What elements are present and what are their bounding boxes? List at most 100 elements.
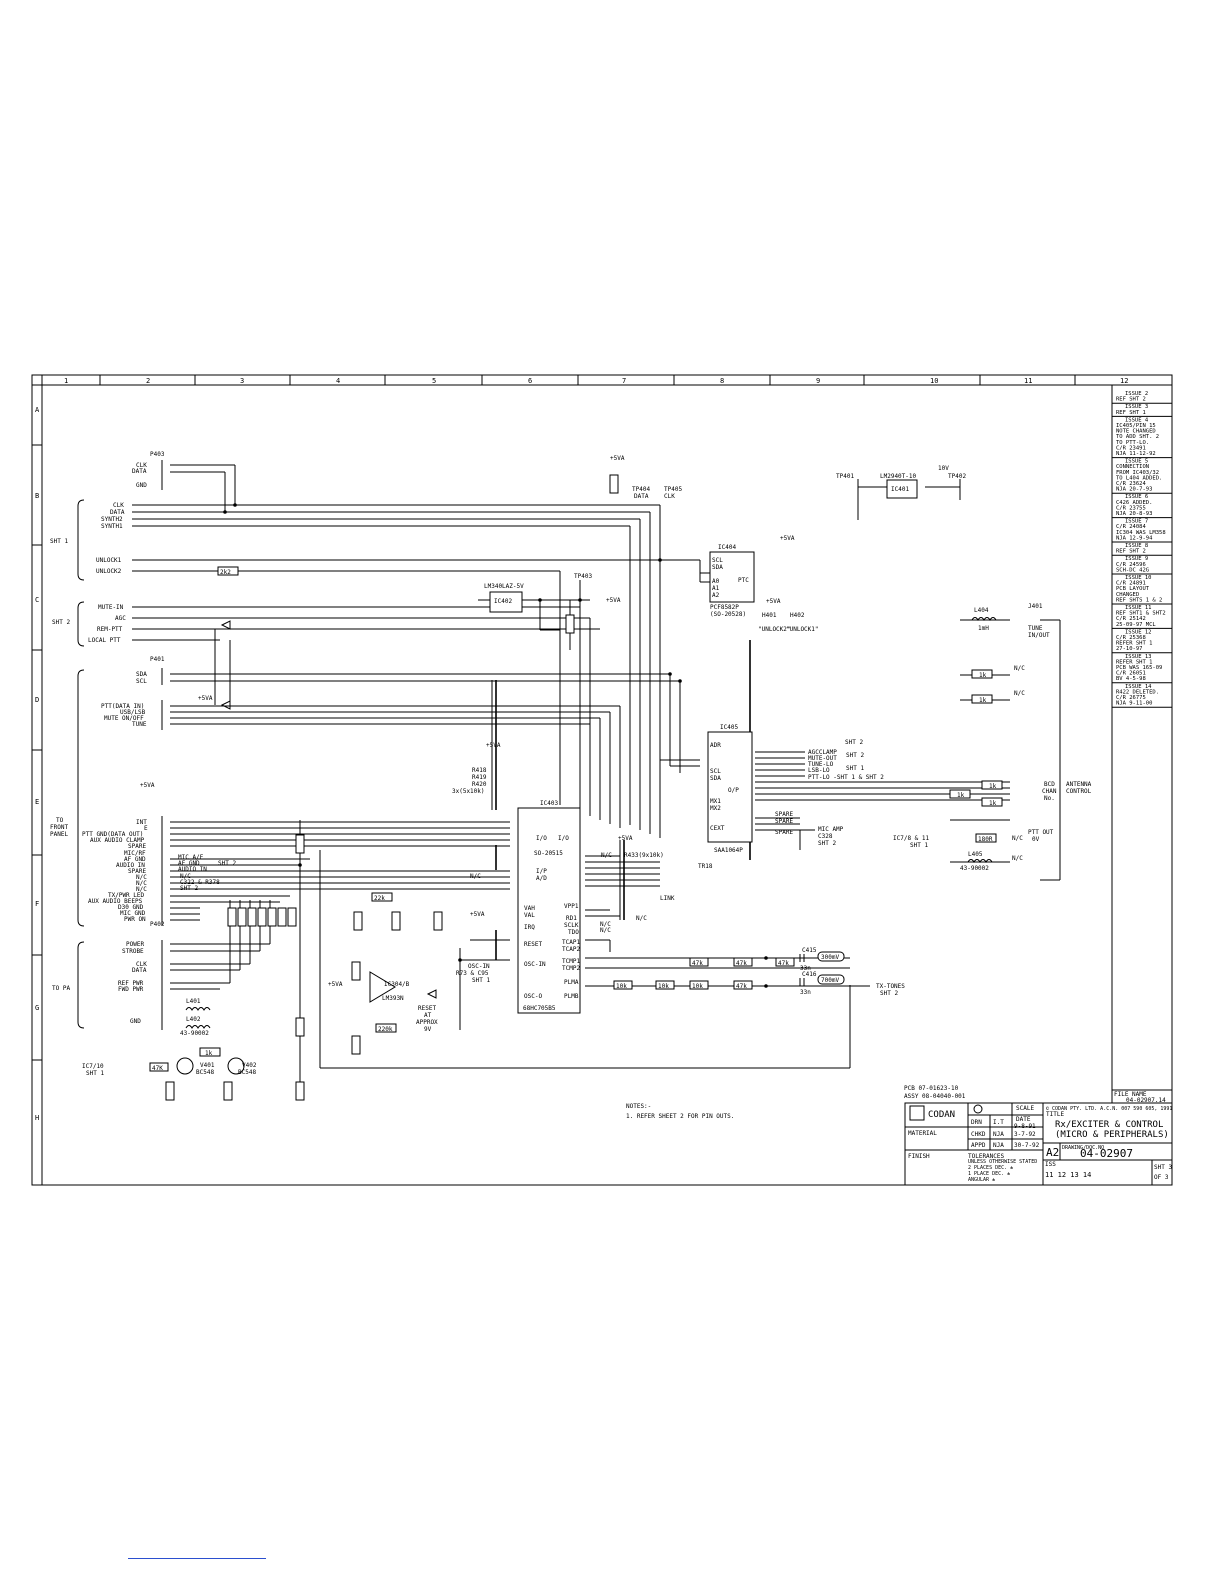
svg-text:"UNLOCK2": "UNLOCK2" [758,626,791,633]
revision-line: C/R 24891 [1116,581,1146,587]
svg-text:04-02907: 04-02907 [1080,1147,1133,1160]
svg-text:SDA: SDA [136,671,147,678]
svg-text:SYNTH2: SYNTH2 [101,516,123,523]
svg-text:10V: 10V [938,465,949,472]
svg-text:N/C: N/C [636,915,647,922]
revision-line: FROM IC403/32 [1116,470,1159,476]
svg-text:VAL: VAL [524,912,535,919]
notes: NOTES:- 1. REFER SHEET 2 FOR PIN OUTS. P… [626,1085,966,1120]
svg-text:700mV: 700mV [821,977,839,984]
revision-line: C/R 24084 [1116,524,1146,530]
revision-line: ISSUE 12 [1125,629,1152,635]
svg-text:FWD PWR: FWD PWR [118,986,144,993]
svg-text:PTT GND(DATA OUT): PTT GND(DATA OUT) [82,831,143,838]
svg-text:R73 & C95: R73 & C95 [456,970,489,977]
revision-line: ISSUE 5 [1125,459,1148,465]
svg-text:IN/OUT: IN/OUT [1028,632,1050,639]
revision-line: TO L404 ADDED. [1116,475,1162,481]
row-label: D [35,696,39,704]
col-label: 7 [622,377,626,385]
revision-line: C/R 24596 [1116,562,1146,568]
svg-text:DRAWING/DOC.NO: DRAWING/DOC.NO [1062,1145,1104,1151]
revision-line: BV 4-5-98 [1116,676,1146,682]
col-label: 5 [432,377,436,385]
svg-text:MIC A/F: MIC A/F [178,854,204,861]
svg-text:TP404: TP404 [632,486,650,493]
svg-text:SCL: SCL [710,768,721,775]
svg-text:L402: L402 [186,1016,201,1023]
svg-text:R418: R418 [472,767,487,774]
svg-text:R419: R419 [472,774,487,781]
revision-line: ISSUE 4 [1125,417,1149,423]
svg-text:1k: 1k [979,697,987,704]
revision-line: CONNECTION [1116,464,1149,470]
svg-text:SHT 1: SHT 1 [86,1070,104,1077]
svg-text:SCALE: SCALE [1016,1105,1034,1112]
svg-text:LINK: LINK [660,895,675,902]
revision-line: ISSUE 2 [1125,391,1148,397]
svg-text:AF GND: AF GND [178,860,200,867]
svg-text:C416: C416 [802,971,817,978]
svg-text:BC548: BC548 [238,1069,256,1076]
svg-text:Rx/EXCITER & CONTROL: Rx/EXCITER & CONTROL [1055,1120,1163,1130]
revision-line: SCH-DC 42G [1116,567,1149,573]
svg-text:PTC: PTC [738,577,749,584]
svg-text:68HC705B5: 68HC705B5 [523,1005,556,1012]
svg-text:11 12 13 14: 11 12 13 14 [1045,1171,1091,1179]
svg-text:OF 3: OF 3 [1154,1174,1169,1181]
svg-text:TITLE: TITLE [1046,1111,1064,1118]
left-brackets [77,499,85,1029]
svg-text:PWR ON: PWR ON [124,916,146,923]
row-label: E [35,798,39,806]
svg-text:MUTE-OUT: MUTE-OUT [808,755,837,762]
svg-text:I/O: I/O [536,835,547,842]
svg-text:1k: 1k [957,792,965,799]
svg-text:47k: 47k [778,960,789,967]
svg-text:IC7/8 & 11: IC7/8 & 11 [893,835,930,842]
col-label: 11 [1024,377,1032,385]
footer-link-underline[interactable] [128,1558,266,1559]
svg-text:3-7-92: 3-7-92 [1014,1131,1036,1138]
col-label: 1 [64,377,68,385]
svg-text:MX2: MX2 [710,805,721,812]
svg-text:+5VA: +5VA [486,742,501,749]
svg-text:ADR: ADR [710,742,721,749]
revision-line: PCB LAYOUT [1116,586,1150,592]
svg-text:30-7-92: 30-7-92 [1014,1142,1040,1149]
svg-text:TP403: TP403 [574,573,592,580]
svg-text:POWER: POWER [126,941,144,948]
row-label: F [35,900,39,908]
svg-text:BCD: BCD [1044,781,1055,788]
svg-text:SHT 2: SHT 2 [818,840,836,847]
revision-line: REF SHT 1 [1116,410,1146,416]
svg-text:DRN: DRN [971,1119,982,1126]
svg-text:NJA: NJA [993,1142,1004,1149]
svg-text:DATA: DATA [132,967,147,974]
svg-text:N/C: N/C [1012,835,1023,842]
svg-text:BC548: BC548 [196,1069,214,1076]
svg-text:SCL: SCL [712,557,723,564]
svg-text:STROBE: STROBE [122,948,144,955]
revision-line: IC304 WAS LM358 [1116,530,1166,536]
svg-text:UNLOCK1: UNLOCK1 [96,557,122,564]
svg-text:CEXT: CEXT [710,825,725,832]
col-label: 4 [336,377,340,385]
col-label: 3 [240,377,244,385]
sheet-frame [31,374,1173,1186]
svg-text:N/C: N/C [136,874,147,881]
svg-text:NJA: NJA [993,1131,1004,1138]
svg-text:AUX AUDIO BEEPS: AUX AUDIO BEEPS [88,898,143,905]
svg-text:+5VA: +5VA [140,782,155,789]
revision-line: 27-10-97 [1116,646,1143,652]
revision-line: CHANGED [1116,592,1139,598]
svg-text:A1: A1 [712,585,720,592]
svg-text:ISS: ISS [1045,1161,1056,1168]
svg-text:+5VA: +5VA [606,597,621,604]
svg-text:AGCCLAMP: AGCCLAMP [808,749,837,756]
revision-line: C426 ADDED. [1116,500,1152,506]
svg-text:PTT-LO -SHT 1 & SHT 2: PTT-LO -SHT 1 & SHT 2 [808,774,884,781]
svg-text:2 PLACES DEC. ±: 2 PLACES DEC. ± [968,1165,1013,1171]
svg-text:47k: 47k [736,960,747,967]
svg-text:DATA: DATA [132,468,147,475]
svg-text:PCF8582P: PCF8582P [710,604,739,611]
